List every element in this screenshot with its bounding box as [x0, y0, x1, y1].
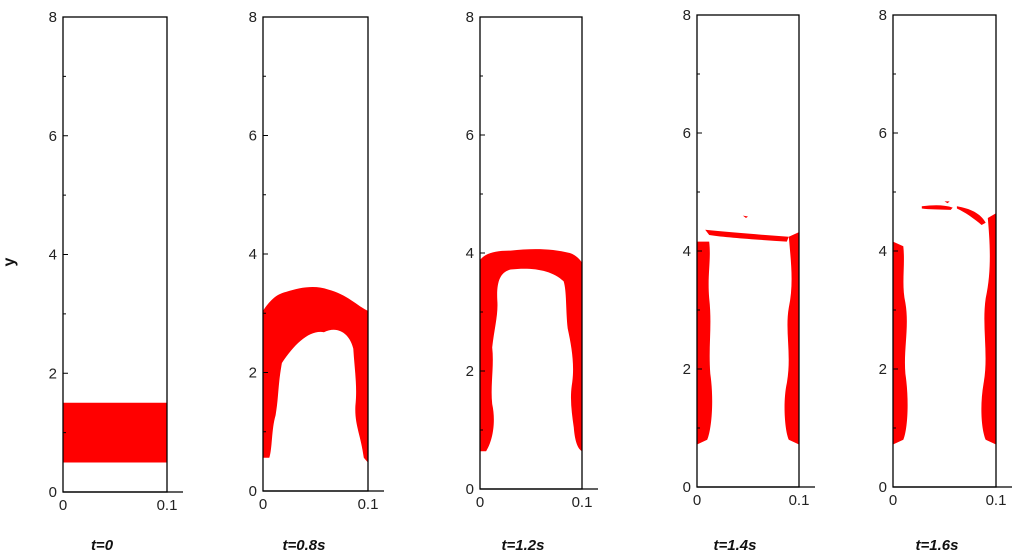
fluid-region-3-1: [480, 249, 582, 452]
y-tick-label: 6: [49, 128, 57, 145]
y-tick-label: 4: [249, 246, 257, 263]
panels-group: 0 2 4 6 8 0 0.1 0 2 4 6 8 0 0.1 0 2 4 6 8 0 0.1 0 2 4 6 8 0 0.1 0 2 4 6…: [49, 7, 1012, 514]
y-tick-label: 8: [879, 7, 887, 24]
panel-1-caption: t=0: [90, 537, 114, 554]
y-tick-label: 0: [879, 479, 887, 496]
x-tick-label: 0: [259, 496, 267, 513]
panel-frame: [262, 16, 369, 492]
x-tick-label: 0: [693, 492, 701, 509]
y-tick-label: 8: [249, 9, 257, 26]
panel-1: 0 2 4 6 8 0 0.1: [49, 9, 183, 514]
fluid-region-5-2: [944, 201, 950, 204]
x-tick-label: 0: [476, 494, 484, 511]
y-tick-label: 2: [49, 365, 57, 382]
y-tick-label: 4: [466, 245, 474, 262]
y-tick-label: 0: [466, 481, 474, 498]
fluid-region-4-1: [705, 229, 789, 242]
y-tick-label: 6: [249, 128, 257, 145]
panel-3-caption: t=1.2s: [501, 537, 545, 554]
y-tick-label: 8: [466, 9, 474, 26]
x-tick-label: 0.1: [986, 492, 1007, 509]
y-tick-label: 4: [879, 243, 887, 260]
panel-4: 0 2 4 6 8 0 0.1: [683, 7, 815, 509]
fluid-region-4-2: [697, 241, 713, 445]
x-tick-label: 0.1: [572, 494, 593, 511]
panel-4-caption: t=1.4s: [713, 537, 757, 554]
y-tick-label: 2: [879, 361, 887, 378]
x-tick-label: 0.1: [358, 496, 379, 513]
y-axis-label: y: [1, 257, 18, 266]
y-tick-label: 6: [879, 125, 887, 142]
panel-2-caption: t=0.8s: [282, 537, 326, 554]
panel-3: 0 2 4 6 8 0 0.1: [466, 9, 598, 511]
y-tick-label: 2: [249, 365, 257, 382]
panel-2: 0 2 4 6 8 0 0.1: [249, 9, 384, 513]
panel-frame: [892, 14, 997, 488]
fluid-region-4-4: [742, 215, 748, 218]
fluid-region-5-4: [893, 241, 908, 445]
y-tick-label: 4: [49, 247, 57, 264]
panel-frame: [696, 14, 800, 488]
fluid-region-2-1: [263, 286, 368, 463]
y-tick-label: 8: [683, 7, 691, 24]
fluid-region-1-1: [63, 402, 167, 463]
y-tick-label: 0: [683, 479, 691, 496]
y-tick-label: 2: [683, 361, 691, 378]
panel-5: 0 2 4 6 8 0 0.1: [879, 7, 1012, 509]
fluid-region-5-3: [956, 206, 986, 225]
y-tick-label: 0: [249, 483, 257, 500]
x-tick-label: 0: [889, 492, 897, 509]
y-tick-label: 6: [683, 125, 691, 142]
y-tick-label: 4: [683, 243, 691, 260]
fluid-region-4-3: [784, 232, 799, 445]
x-tick-label: 0: [59, 497, 67, 514]
x-tick-label: 0.1: [789, 492, 810, 509]
fluid-region-2-2: [294, 314, 339, 329]
y-tick-label: 6: [466, 127, 474, 144]
y-tick-label: 0: [49, 484, 57, 501]
y-tick-label: 8: [49, 9, 57, 26]
fluid-region-5-1: [921, 205, 953, 210]
x-tick-label: 0.1: [157, 497, 178, 514]
y-tick-label: 2: [466, 363, 474, 380]
panel-5-caption: t=1.6s: [915, 537, 959, 554]
fluid-region-5-5: [981, 213, 996, 445]
